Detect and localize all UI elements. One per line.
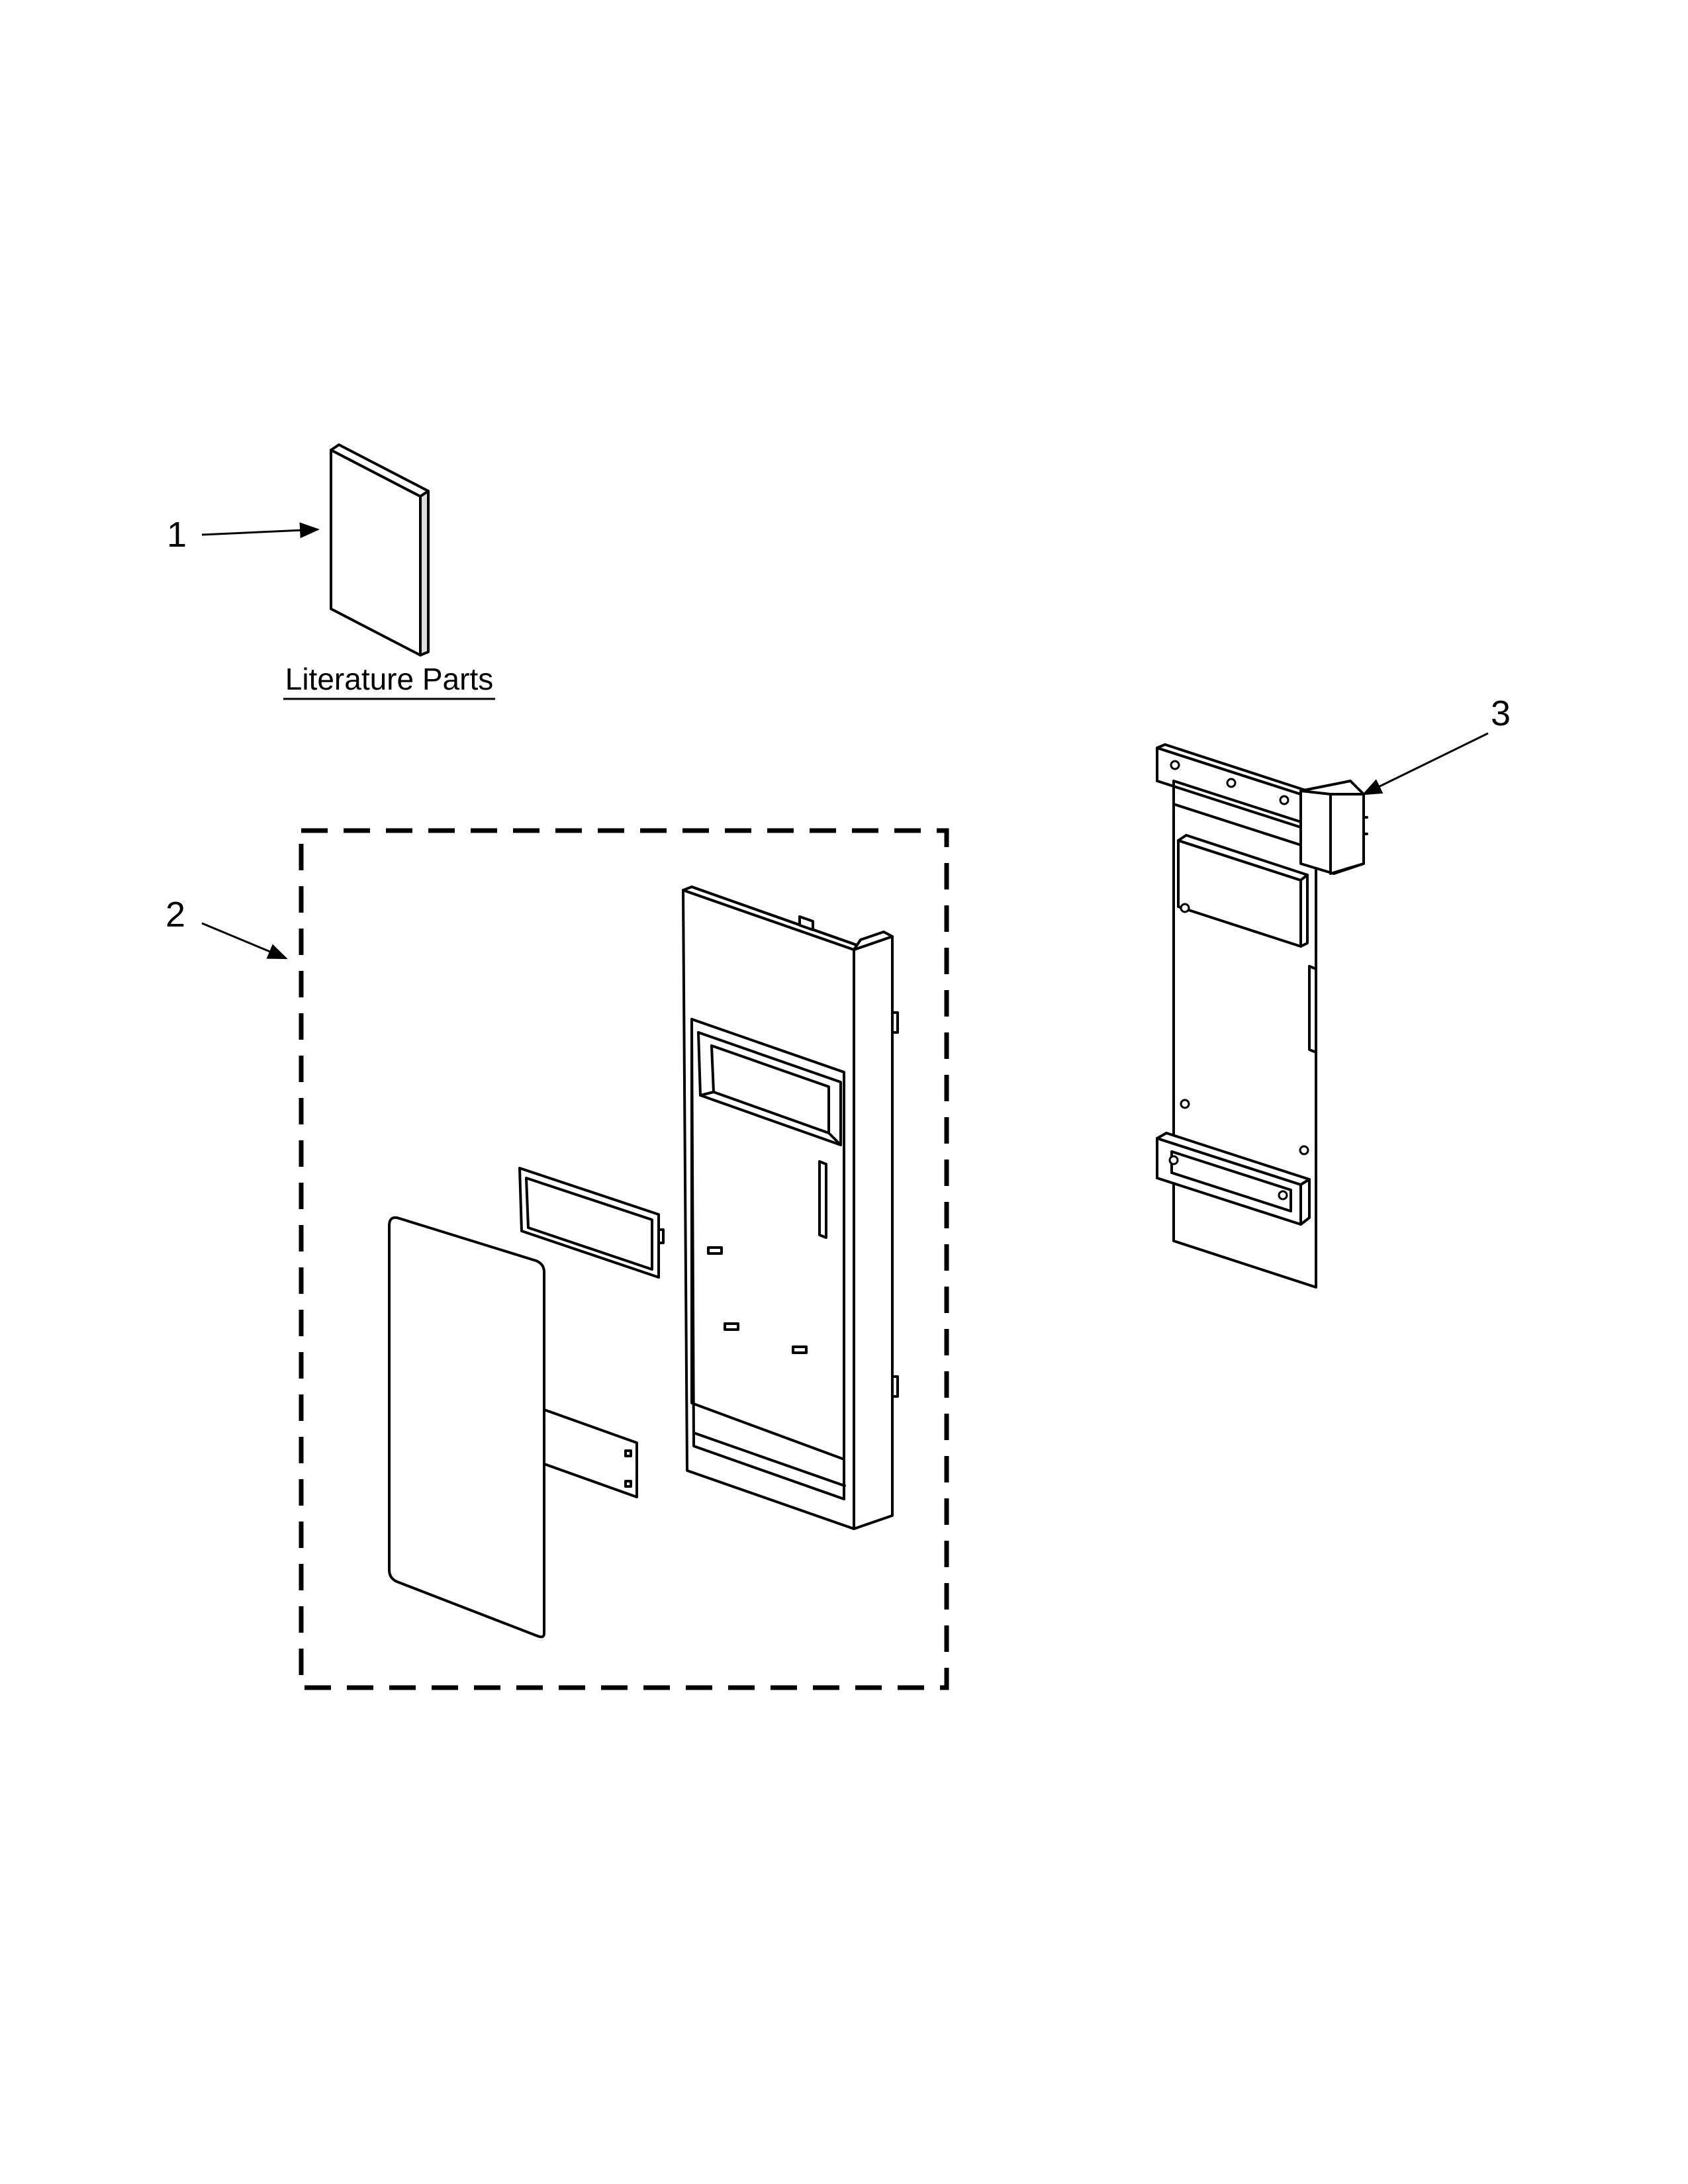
literature-parts-label: Literature Parts [285, 662, 493, 696]
callout-2-label: 2 [165, 895, 185, 934]
literature-booklet [330, 443, 430, 657]
callout-2-arrow [201, 922, 288, 960]
keypad-ribbon [543, 1408, 638, 1498]
control-panel-housing [682, 886, 899, 1530]
keypad-overlay [388, 1216, 545, 1639]
assembly-2-boundary [299, 828, 949, 1690]
callout-3-label: 3 [1491, 694, 1511, 733]
display-lens [518, 1167, 665, 1279]
callout-1-label: 1 [167, 515, 187, 555]
callout-1-arrow [201, 522, 320, 539]
control-board [1156, 743, 1368, 1289]
callout-3-arrow [1362, 732, 1489, 796]
